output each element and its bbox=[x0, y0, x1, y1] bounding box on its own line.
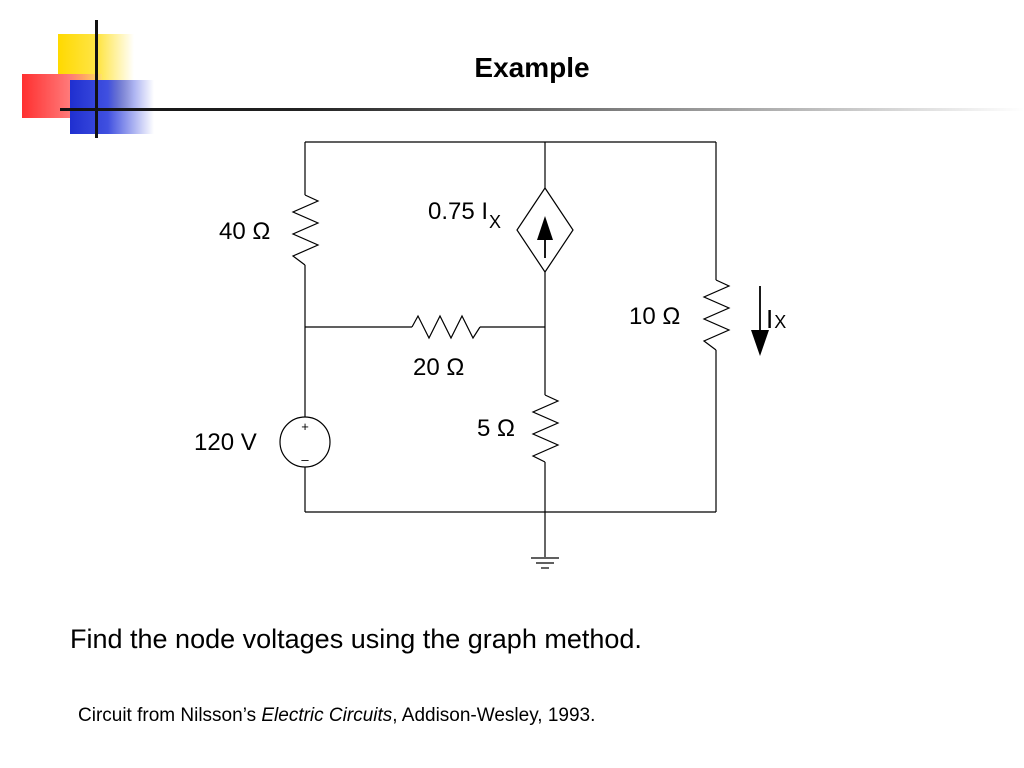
ix-arrow-down-icon bbox=[751, 330, 769, 356]
label-5-ohm: 5 Ω bbox=[477, 415, 515, 442]
label-40-ohm: 40 Ω bbox=[219, 218, 270, 245]
label-120-volt: 120 V bbox=[194, 429, 257, 456]
label-20-ohm: 20 Ω bbox=[413, 354, 464, 381]
voltage-source-plus: + bbox=[301, 419, 309, 434]
resistor-10-ohm bbox=[702, 279, 731, 351]
decor-blue-square bbox=[70, 80, 154, 134]
instruction-text: Find the node voltages using the graph m… bbox=[70, 624, 642, 654]
slide-title: Example bbox=[474, 52, 590, 83]
ground-icon bbox=[531, 557, 559, 569]
citation-prefix: Circuit from Nilsson’s bbox=[78, 705, 262, 726]
resistor-40-ohm bbox=[291, 194, 320, 266]
citation-text: Circuit from Nilsson’s Electric Circuits… bbox=[78, 705, 595, 727]
label-ix-current: IX bbox=[766, 304, 786, 334]
label-10-ohm: 10 Ω bbox=[629, 303, 680, 330]
voltage-source-minus: – bbox=[301, 452, 309, 467]
decor-vertical-line bbox=[95, 20, 98, 138]
citation-book-title: Electric Circuits bbox=[261, 705, 393, 726]
circuit-wires bbox=[304, 141, 717, 557]
title-underline bbox=[60, 108, 1024, 111]
source-arrow-up-icon bbox=[537, 216, 553, 240]
resistor-20-ohm bbox=[411, 314, 481, 340]
citation-suffix: , Addison-Wesley, 1993. bbox=[392, 705, 596, 726]
label-dep-source-coefficient: 0.75 IX bbox=[428, 198, 501, 232]
resistor-5-ohm bbox=[531, 394, 560, 463]
